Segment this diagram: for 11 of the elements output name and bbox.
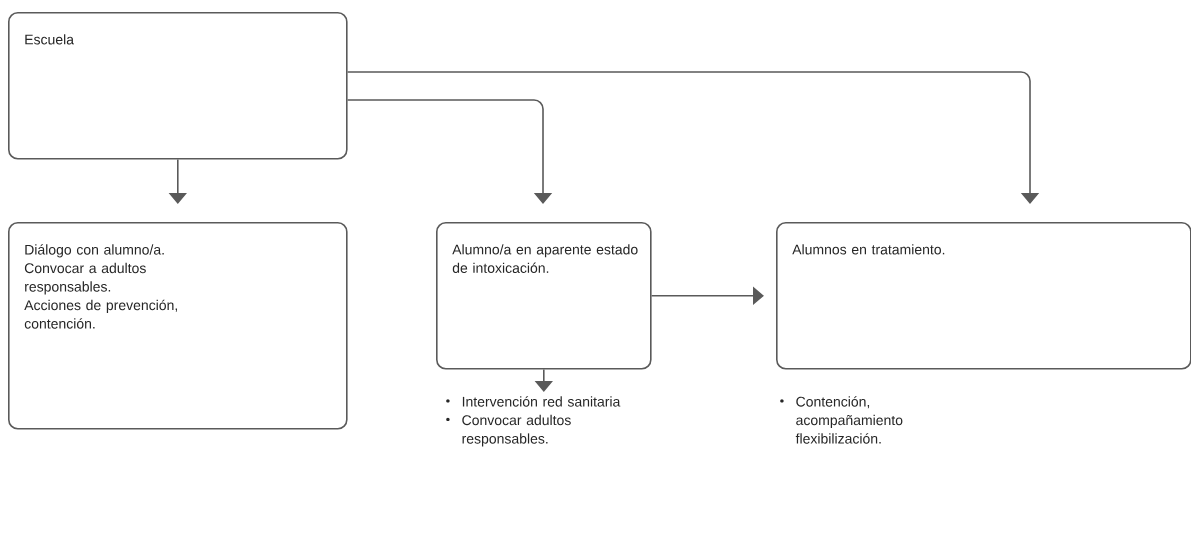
- arrow: [650, 286, 764, 305]
- process-box: Alumno/a en aparente estado de intoxicación.: [436, 222, 652, 370]
- process-box: Escuela: [8, 12, 348, 160]
- node-label: Intervención red sanitaria: [462, 396, 621, 407]
- node-label: Convocar adultos responsables.: [462, 414, 571, 447]
- process-box: Alumnos en tratamiento.: [776, 222, 1191, 370]
- arrow: [346, 99, 553, 204]
- process-box: Diálogo con alumno/a. Convocar a adultos responsables. Acciones de prevención, contención.: [8, 222, 348, 430]
- bullet-list: Intervención red sanitaria Convocar adultos responsables.: [446, 396, 621, 447]
- bullet-list: Contención, acompañamiento flexibilización.: [780, 396, 903, 444]
- arrow: [346, 71, 1040, 204]
